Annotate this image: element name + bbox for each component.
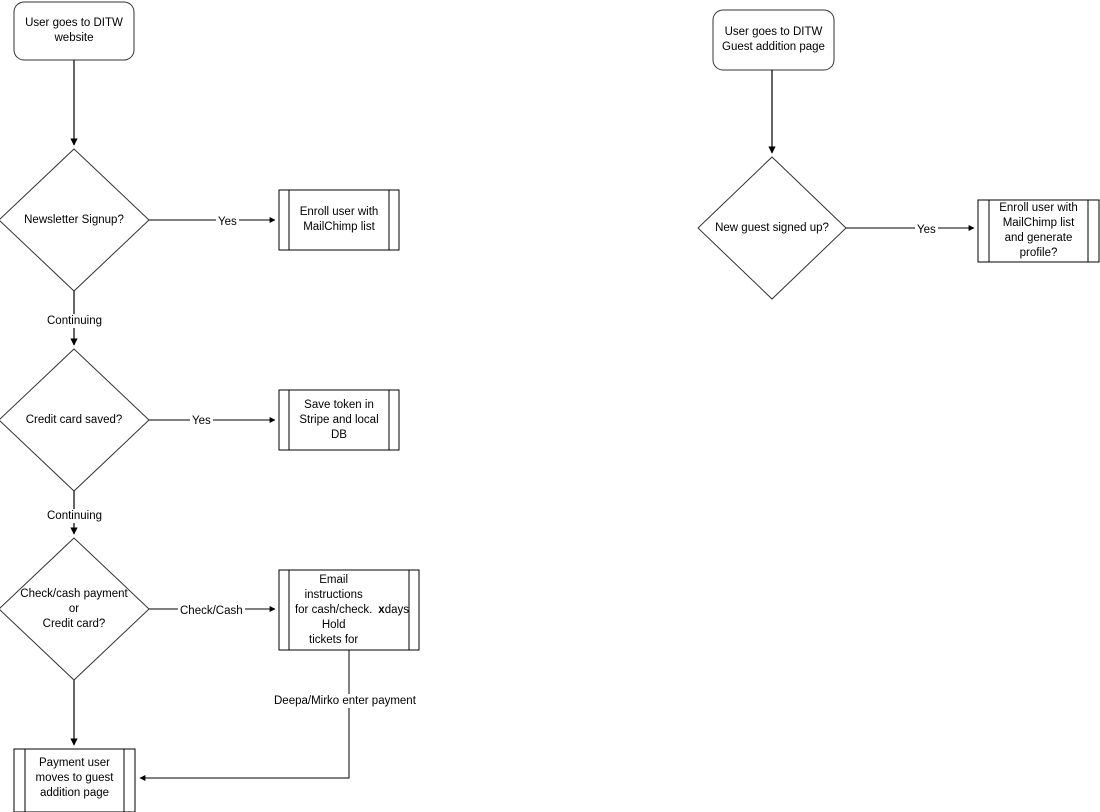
node-newsletter-signup-shape[interactable] bbox=[0, 148, 150, 292]
node-save-token-shape[interactable] bbox=[278, 389, 400, 451]
node-payment-user-moves-shape[interactable] bbox=[13, 748, 136, 812]
edge-deepa-mirko bbox=[139, 650, 350, 781]
node-enroll-mailchimp-shape[interactable] bbox=[278, 189, 400, 251]
edge-label-continuing-2: Continuing bbox=[45, 509, 104, 523]
node-email-instructions-shape[interactable] bbox=[278, 569, 420, 651]
node-new-guest-signed-up-shape[interactable] bbox=[697, 156, 847, 300]
node-start-guest-page-shape[interactable] bbox=[712, 9, 835, 71]
edge-label-yes-newguest: Yes bbox=[915, 223, 938, 237]
node-start-website-shape[interactable] bbox=[13, 1, 135, 61]
edge-label-check-cash: Check/Cash bbox=[178, 604, 245, 618]
node-credit-card-saved-shape[interactable] bbox=[0, 348, 150, 492]
edge-label-deepa-mirko: Deepa/Mirko enter payment bbox=[272, 694, 418, 708]
edge-label-continuing-1: Continuing bbox=[45, 314, 104, 328]
node-payment-method-shape[interactable] bbox=[0, 537, 150, 681]
edge-label-yes-creditcard: Yes bbox=[190, 414, 213, 428]
node-enroll-generate-profile-shape[interactable] bbox=[977, 199, 1100, 263]
edge-label-yes-newsletter: Yes bbox=[216, 215, 239, 229]
